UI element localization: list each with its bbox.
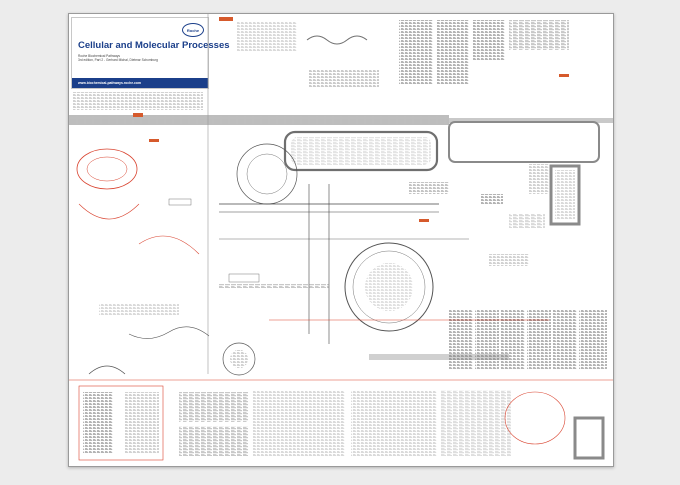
signaling-circle-left (76, 148, 200, 255)
reference-text-blocks (399, 20, 607, 370)
pathway-map (69, 14, 613, 461)
cell-membrane (69, 113, 613, 142)
endoplasmic-reticulum (283, 35, 439, 172)
left-panel (73, 14, 297, 374)
lower-strip (78, 385, 605, 461)
roche-logo: Roche (182, 23, 204, 37)
pathway-poster: Roche Cellular and Molecular Processes R… (68, 13, 614, 467)
poster-subtitle: Roche Biochemical Pathways (78, 54, 120, 58)
citric-cycle-center (222, 143, 434, 376)
url-bar: www.biochemical-pathways.roche.com (72, 78, 208, 88)
poster-title: Cellular and Molecular Processes (78, 40, 230, 51)
nucleus-frame (369, 121, 600, 360)
poster-url[interactable]: www.biochemical-pathways.roche.com (78, 81, 141, 85)
poster-authors: 3rd edition, Part 2 - Gerhard Michal, Di… (78, 58, 158, 62)
pathway-nodes (88, 74, 569, 375)
title-panel: Roche Cellular and Molecular Processes R… (71, 17, 230, 89)
transport-rails (219, 184, 549, 344)
